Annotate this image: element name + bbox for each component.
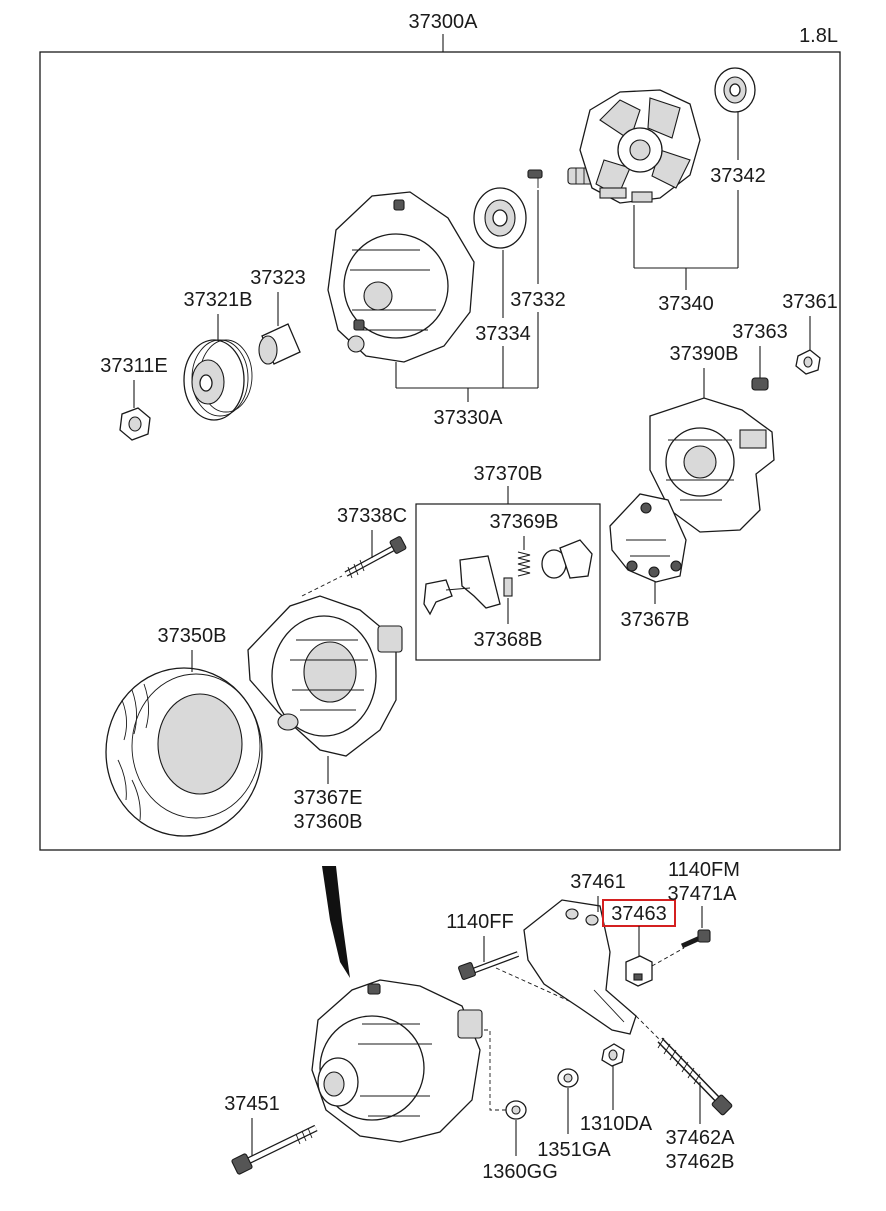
label-37390B: 37390B bbox=[670, 343, 739, 365]
assembly-label: 37300A bbox=[409, 11, 479, 33]
label-37370B: 37370B bbox=[474, 463, 543, 485]
label-37332: 37332 bbox=[510, 289, 566, 311]
adjusting-bracket bbox=[523, 899, 637, 1035]
adjusting-bolt bbox=[680, 929, 711, 949]
label-37369B: 37369B bbox=[490, 511, 559, 533]
pulley-nut bbox=[119, 407, 151, 441]
label-37451: 37451 bbox=[224, 1093, 280, 1115]
label-1310DA: 1310DA bbox=[580, 1113, 653, 1135]
rotor-assembly bbox=[567, 89, 701, 204]
regulator bbox=[541, 539, 593, 579]
label-1140FF: 1140FF bbox=[446, 911, 513, 933]
brush-holder bbox=[423, 555, 501, 616]
through-bolt bbox=[344, 536, 407, 579]
rear-housing bbox=[247, 595, 403, 757]
brush-holder-box bbox=[415, 503, 601, 661]
washer-axis-line bbox=[484, 1029, 506, 1111]
front-bearing bbox=[473, 187, 527, 249]
alternator-assembly bbox=[311, 979, 483, 1143]
long-adjusting-bolt bbox=[657, 1037, 733, 1116]
variant-label: 1.8L bbox=[799, 25, 838, 47]
cover-nut bbox=[751, 377, 769, 391]
label-37330A: 37330A bbox=[434, 407, 504, 429]
leader-37340 bbox=[633, 190, 739, 290]
label-37462A: 37462A bbox=[666, 1127, 736, 1149]
spacer bbox=[258, 323, 301, 365]
label-37323: 37323 bbox=[250, 267, 306, 289]
rotor-bearing bbox=[714, 67, 756, 113]
rectifier bbox=[609, 493, 687, 583]
leader-37330A bbox=[395, 312, 539, 402]
label-37360B: 37360B bbox=[294, 811, 363, 833]
terminal-nut bbox=[795, 349, 821, 375]
label-37461: 37461 bbox=[570, 871, 626, 893]
label-37340: 37340 bbox=[658, 293, 714, 315]
front-housing bbox=[327, 191, 475, 363]
label-37321B: 37321B bbox=[184, 289, 253, 311]
adjusting-nut-block bbox=[625, 955, 653, 987]
label-37367E: 37367E bbox=[294, 787, 363, 809]
label-37334: 37334 bbox=[475, 323, 531, 345]
pulley bbox=[183, 339, 253, 421]
washer-1360gg bbox=[505, 1100, 527, 1120]
adjust-axis-line bbox=[651, 947, 685, 967]
brush-spring bbox=[517, 551, 531, 577]
carbon-brush bbox=[503, 577, 513, 597]
hex-nut bbox=[601, 1043, 625, 1067]
label-37338C: 37338C bbox=[337, 505, 407, 527]
rear-cover bbox=[649, 397, 775, 533]
bolt-axis-line bbox=[301, 575, 343, 597]
label-37363: 37363 bbox=[732, 321, 788, 343]
bracket-bolt bbox=[458, 951, 520, 980]
label-37368B: 37368B bbox=[474, 629, 543, 651]
label-1351GA: 1351GA bbox=[537, 1139, 611, 1161]
connector-arrow bbox=[322, 866, 350, 978]
label-37361: 37361 bbox=[782, 291, 838, 313]
label-37350B: 37350B bbox=[158, 625, 227, 647]
assembly-frame bbox=[39, 51, 841, 851]
label-37463: 37463 bbox=[611, 903, 667, 925]
washer-1351ga bbox=[557, 1068, 579, 1088]
label-37367B: 37367B bbox=[621, 609, 690, 631]
alternator-mount-bolt bbox=[231, 1124, 318, 1175]
long-bolt-axis-line bbox=[635, 1015, 661, 1041]
stator bbox=[105, 667, 263, 837]
label-37311E: 37311E bbox=[100, 355, 167, 377]
label-1360GG: 1360GG bbox=[482, 1161, 558, 1183]
small-screw bbox=[527, 169, 543, 188]
label-37462B: 37462B bbox=[666, 1151, 735, 1173]
label-1140FM: 1140FM bbox=[668, 859, 740, 881]
label-37342: 37342 bbox=[710, 165, 766, 187]
label-37471A: 37471A bbox=[668, 883, 738, 905]
